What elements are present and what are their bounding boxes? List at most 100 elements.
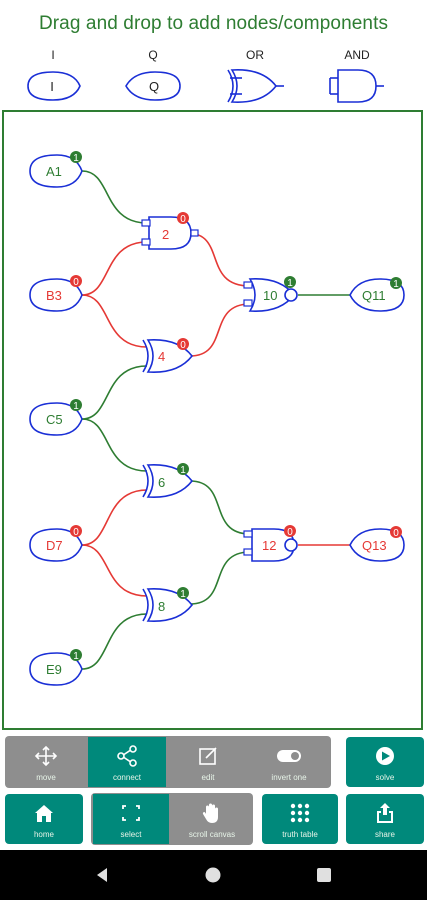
- input-node-b3[interactable]: B3 0: [29, 275, 83, 312]
- connect-button[interactable]: connect: [88, 737, 166, 787]
- component-palette: I I Q Q OR AND: [0, 46, 427, 110]
- back-icon[interactable]: [93, 866, 111, 884]
- palette-output-node[interactable]: Q Q: [118, 46, 188, 110]
- wire-g4-g10: [189, 303, 251, 357]
- truth-table-button[interactable]: truth table: [262, 794, 338, 844]
- share-label: share: [374, 830, 395, 839]
- grid-dots-icon: [290, 803, 310, 823]
- svg-text:Q13: Q13: [362, 538, 387, 553]
- move-label: move: [36, 773, 56, 782]
- bottom-toolbar: move connect edit invert one: [0, 732, 427, 850]
- svg-text:12: 12: [262, 538, 276, 553]
- svg-text:0: 0: [287, 527, 293, 538]
- hand-icon: [202, 803, 218, 823]
- svg-text:10: 10: [263, 288, 277, 303]
- edit-icon: [199, 747, 217, 765]
- gate-12[interactable]: 12 0: [243, 525, 298, 562]
- output-node-icon: Q: [125, 71, 181, 101]
- gate-6[interactable]: 6 1: [142, 463, 193, 499]
- move-icon: [34, 745, 58, 767]
- svg-text:4: 4: [158, 349, 165, 364]
- palette-label-and: AND: [344, 48, 370, 62]
- invert-one-button[interactable]: invert one: [250, 737, 328, 787]
- move-button[interactable]: move: [7, 737, 85, 787]
- input-node-c5[interactable]: C5 1: [29, 399, 83, 436]
- svg-text:A1: A1: [46, 164, 62, 179]
- gate-4[interactable]: 4 0: [142, 338, 193, 374]
- edit-label: edit: [201, 773, 215, 782]
- palette-label-input: I: [51, 48, 55, 62]
- home-circle-icon[interactable]: [204, 866, 222, 884]
- or-gate-icon: [227, 69, 284, 103]
- svg-text:2: 2: [162, 227, 169, 242]
- wire-c5-g6: [81, 418, 148, 472]
- input-node-a1[interactable]: A1 1: [29, 151, 83, 188]
- share-nodes-icon: [117, 745, 137, 767]
- home-label: home: [33, 830, 54, 839]
- svg-text:I: I: [50, 79, 54, 94]
- wire-b3-g2: [81, 241, 148, 296]
- connect-label: connect: [112, 773, 142, 782]
- edit-button[interactable]: edit: [169, 737, 247, 787]
- input-node-icon: I: [27, 71, 81, 101]
- header: Drag and drop to add nodes/components: [0, 0, 427, 46]
- share-button[interactable]: share: [346, 794, 424, 844]
- select-label: select: [120, 830, 142, 839]
- recents-icon[interactable]: [315, 866, 333, 884]
- svg-text:B3: B3: [46, 288, 62, 303]
- svg-text:E9: E9: [46, 662, 62, 677]
- palette-and-gate[interactable]: AND: [322, 46, 392, 110]
- svg-text:8: 8: [158, 599, 165, 614]
- wire-b3-g4: [81, 294, 148, 348]
- and-gate-icon: [329, 69, 384, 103]
- circuit-canvas[interactable]: 2 0 4 0 6 1 8 1: [2, 110, 423, 730]
- edit-mode-group: [5, 736, 331, 788]
- svg-text:6: 6: [158, 475, 165, 490]
- share-icon: [377, 803, 393, 823]
- wire-g6-g12: [189, 480, 251, 535]
- select-button[interactable]: select: [93, 794, 169, 844]
- svg-text:1: 1: [73, 401, 79, 412]
- wire-c5-g4: [81, 365, 148, 420]
- wire-d7-g8: [81, 544, 148, 597]
- select-frame-icon: [122, 805, 140, 821]
- wire-g8-g12: [189, 551, 251, 605]
- svg-text:1: 1: [393, 279, 399, 290]
- svg-text:1: 1: [73, 651, 79, 662]
- home-button[interactable]: home: [5, 794, 83, 844]
- scroll-canvas-label: scroll canvas: [188, 830, 236, 839]
- wire-e9-g8: [81, 613, 148, 670]
- svg-text:1: 1: [180, 465, 186, 476]
- invert-one-label: invert one: [271, 773, 307, 782]
- svg-text:Q: Q: [149, 79, 159, 94]
- solve-label: solve: [375, 773, 395, 782]
- home-icon: [35, 805, 53, 822]
- svg-text:0: 0: [180, 340, 186, 351]
- svg-text:D7: D7: [46, 538, 63, 553]
- scroll-canvas-button[interactable]: scroll canvas: [172, 794, 252, 844]
- wire-a1-g2: [81, 170, 148, 224]
- input-node-e9[interactable]: E9 1: [29, 649, 83, 686]
- output-node-q13[interactable]: Q13 0: [349, 526, 405, 562]
- toggle-icon: [277, 750, 301, 762]
- svg-text:1: 1: [180, 589, 186, 600]
- gate-2[interactable]: 2 0: [141, 212, 199, 250]
- palette-input-node[interactable]: I I: [18, 46, 88, 110]
- instruction-title: Drag and drop to add nodes/components: [38, 13, 389, 34]
- svg-text:Q11: Q11: [362, 288, 386, 303]
- truth-table-label: truth table: [282, 830, 318, 839]
- output-node-q11[interactable]: Q11 1: [349, 277, 405, 312]
- system-navigation-bar: [0, 850, 427, 900]
- play-circle-icon: [376, 747, 394, 765]
- input-node-d7[interactable]: D7 0: [29, 525, 83, 562]
- svg-text:0: 0: [73, 527, 79, 538]
- gate-8[interactable]: 8 1: [142, 587, 193, 623]
- solve-button[interactable]: solve: [346, 737, 424, 787]
- palette-or-gate[interactable]: OR: [220, 46, 290, 110]
- wire-g2-g10: [186, 232, 251, 287]
- gate-10[interactable]: 10 1: [243, 276, 298, 313]
- palette-label-or: OR: [246, 48, 264, 62]
- svg-text:C5: C5: [46, 412, 63, 427]
- palette-label-output: Q: [148, 48, 158, 62]
- circuit-diagram: 2 0 4 0 6 1 8 1: [29, 151, 405, 686]
